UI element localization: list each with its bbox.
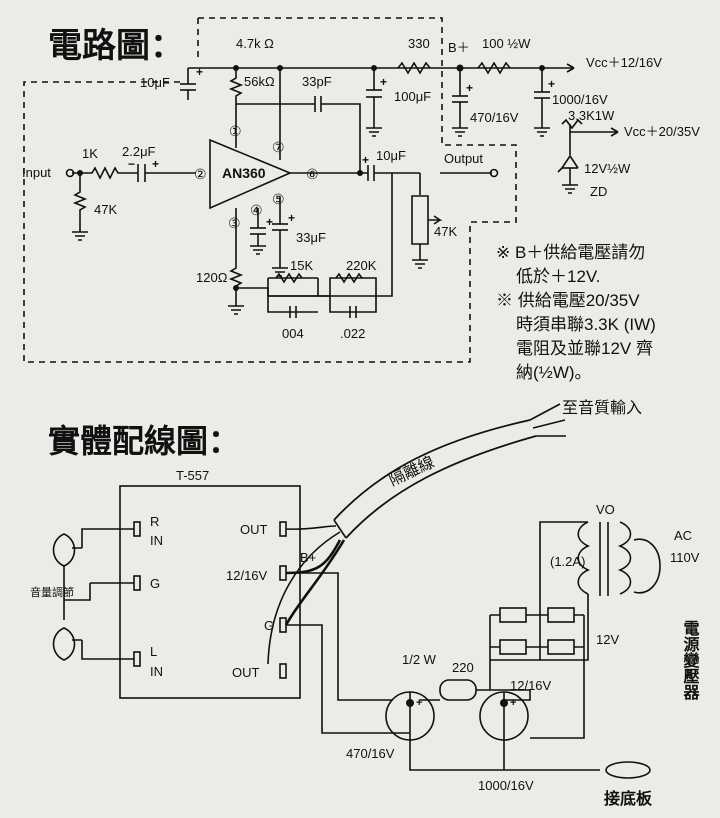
label-shielded: 隔離線	[386, 452, 438, 490]
label-current: (1.2A)	[550, 554, 585, 569]
note-line-1: ※ B＋供給電壓請勿	[496, 243, 645, 262]
note-line-4: 時須串聯3.3K (IW)	[516, 315, 656, 334]
label-l-in: IN	[150, 664, 163, 679]
label-vcc1: Vcc＋12/16V	[586, 55, 662, 70]
label-004: 004	[282, 326, 304, 341]
wiring-lines	[52, 403, 661, 779]
wiring-labels: T-557 至音質輸入 隔離線 OUT R IN G L IN OUT 12/1…	[30, 398, 701, 808]
minus-mark: −	[128, 157, 135, 171]
polarity-marks: + + + + + + + + −	[128, 65, 555, 229]
notes-block: ※ B＋供給電壓請勿 低於＋12V. ※ 供給電壓20/35V 時須串聯3.3K…	[496, 243, 656, 382]
plus-mark: +	[466, 81, 473, 95]
label-120: 120Ω	[196, 270, 228, 285]
label-zd-rating: 12V½W	[584, 161, 631, 176]
label-input: Input	[22, 165, 51, 180]
pin-4: ④	[250, 202, 263, 218]
label-output: Output	[444, 151, 483, 166]
circuit-heading: 電路圖：	[48, 26, 184, 66]
plus-mark: +	[152, 157, 159, 171]
label-half-w: 1/2 W	[402, 652, 437, 667]
plus-mark: +	[266, 215, 273, 229]
wiring-polarity: + +	[416, 697, 516, 709]
label-3k3: 3.3K1W	[568, 108, 615, 123]
plus-mark: +	[362, 153, 369, 167]
label-g-terminal: G	[264, 618, 274, 633]
label-1000-16v: 1000/16V	[478, 778, 534, 793]
label-bplus-wire: B+	[300, 550, 316, 565]
label-out-1: OUT	[240, 522, 268, 537]
label-10uf-left: 10μF	[140, 75, 170, 90]
pin-2: ②	[194, 166, 207, 182]
schematic-nodes	[77, 64, 545, 291]
label-vo: VO	[596, 502, 615, 517]
label-110v: 110V	[670, 550, 700, 565]
label-330: 330	[408, 36, 430, 51]
note-line-6: 納(½W)。	[516, 363, 592, 382]
label-12v: 12V	[596, 632, 619, 647]
label-r: R	[150, 514, 159, 529]
label-2u2: 2.2μF	[122, 144, 156, 159]
label-zd: ZD	[590, 184, 607, 199]
note-line-3: ※ 供給電壓20/35V	[496, 291, 640, 310]
pin-1: ①	[229, 123, 242, 139]
label-1000-16: 1000/16V	[552, 92, 608, 107]
plus-mark: +	[510, 697, 516, 709]
label-33uf: 33μF	[296, 230, 326, 245]
schematic-wires	[23, 17, 619, 363]
pin-7: ⑦	[272, 139, 285, 155]
note-line-2: 低於＋12V.	[516, 267, 600, 286]
label-l: L	[150, 644, 157, 659]
ic-label: AN360	[222, 165, 266, 181]
label-10uf-out: 10μF	[376, 148, 406, 163]
label-12-16v: 12/16V	[226, 568, 268, 583]
plus-mark: +	[548, 77, 555, 91]
schematic-labels: 4.7k Ω 330 B＋ 100 ½W Vcc＋12/16V 10μF 56k…	[22, 36, 700, 341]
label-56k: 56kΩ	[244, 74, 275, 89]
label-r-in: IN	[150, 533, 163, 548]
input-terminal	[65, 168, 75, 178]
label-470-16: 470/16V	[470, 110, 519, 125]
label-220k: 220K	[346, 258, 377, 273]
plus-mark: +	[416, 697, 422, 709]
wiring-heading: 實體配線圖：	[48, 422, 240, 460]
label-47k-in: 47K	[94, 202, 117, 217]
label-470-16v: 470/16V	[346, 746, 395, 761]
plus-mark: +	[288, 211, 295, 225]
label-100uf: 100μF	[394, 89, 431, 104]
label-15k: 15K	[290, 258, 313, 273]
pin-5: ⑤	[272, 191, 285, 207]
label-ground-board: 接底板	[604, 789, 653, 808]
label-transformer: 電源變壓器	[681, 620, 701, 701]
pin-6: ⑥	[306, 166, 319, 182]
label-33pf: 33pF	[302, 74, 332, 89]
ic-pin-numbers: ① ② ③ ④ ⑤ ⑥ ⑦	[194, 123, 319, 231]
label-bplus: B＋	[448, 40, 470, 55]
label-out-2: OUT	[232, 665, 260, 680]
label-vcc2: Vcc＋20/35V	[624, 124, 700, 139]
label-g: G	[150, 576, 160, 591]
board-label: T-557	[176, 468, 209, 483]
plus-mark: +	[380, 75, 387, 89]
note-line-5: 電阻及並聯12V 齊	[516, 339, 653, 358]
plus-mark: +	[196, 65, 203, 79]
wiring-terminal-dots	[406, 699, 508, 707]
label-4k7: 4.7k Ω	[236, 36, 274, 51]
label-1k: 1K	[82, 146, 98, 161]
label-220: 220	[452, 660, 474, 675]
label-to-tone: 至音質輸入	[562, 398, 642, 417]
label-022: .022	[340, 326, 365, 341]
label-pot-47k: 47K	[434, 224, 457, 239]
label-100ohm: 100 ½W	[482, 36, 531, 51]
label-side: 音量調節	[30, 585, 74, 599]
pin-3: ③	[228, 215, 241, 231]
label-ac: AC	[674, 528, 692, 543]
label-12-16v-b: 12/16V	[510, 678, 552, 693]
